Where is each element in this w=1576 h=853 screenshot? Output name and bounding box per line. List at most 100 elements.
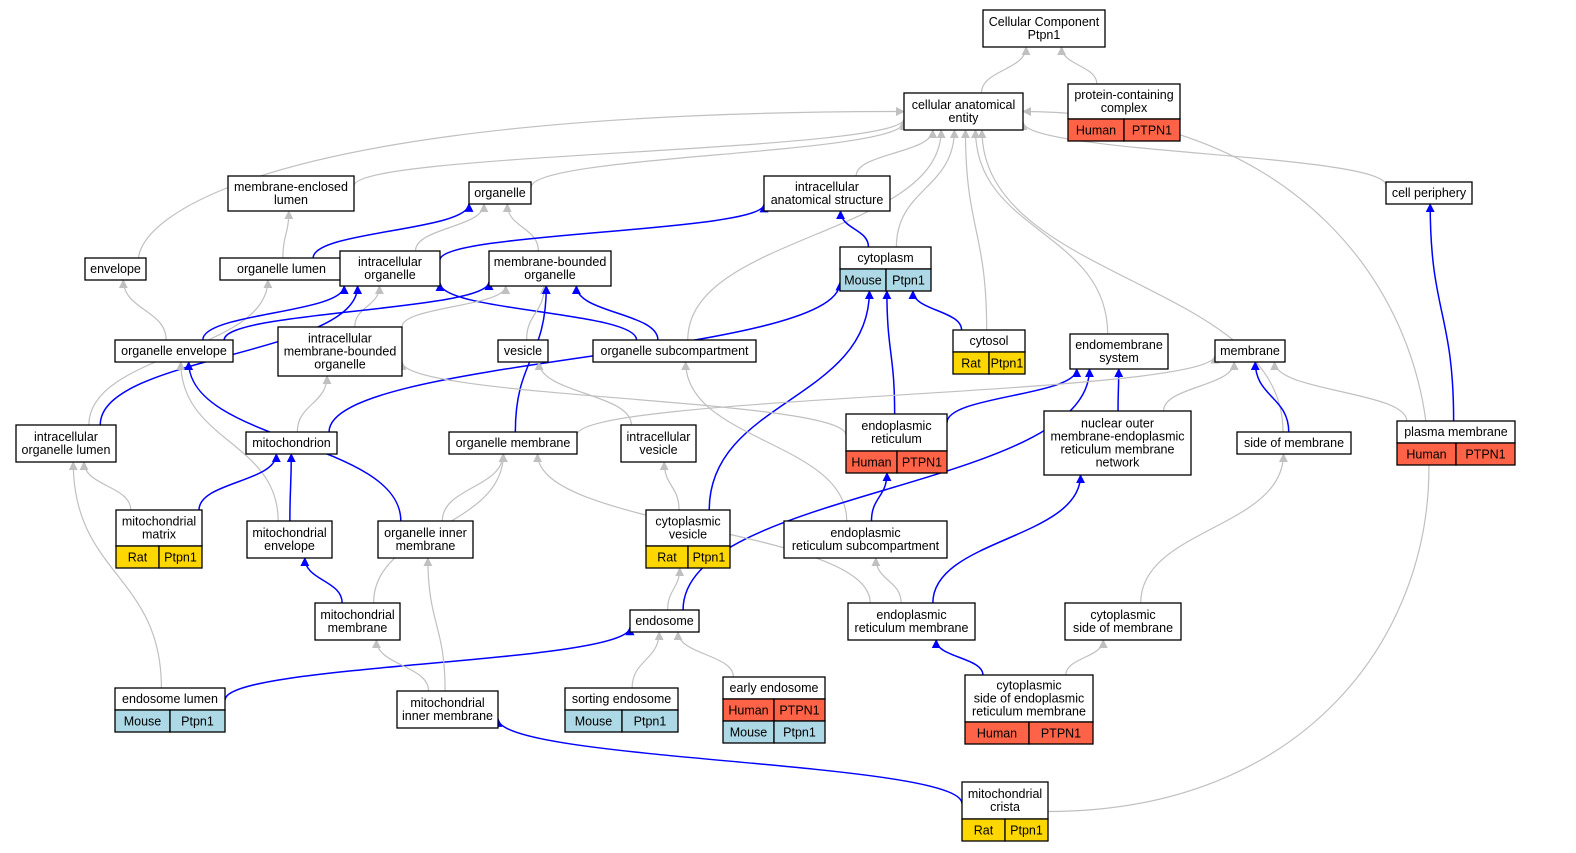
node-som[interactable]: side of membrane	[1236, 431, 1352, 455]
node-label-line: vesicle	[639, 443, 677, 457]
node-label-line: membrane-bounded	[284, 345, 397, 359]
edge-menv-to-mito	[286, 453, 296, 522]
gene-cell	[158, 545, 203, 569]
node-label-line: organelle lumen	[22, 443, 111, 457]
node-label-line: protein-containing	[1074, 88, 1173, 102]
node-nomer[interactable]: nuclear outermembrane-endoplasmicreticul…	[1043, 410, 1192, 476]
edge-pcc-to-root	[1057, 46, 1098, 85]
edge-csoerm-to-ermem	[931, 639, 984, 676]
node-vesicle[interactable]: vesicle	[497, 339, 549, 363]
edge-sorting-to-endosome	[631, 631, 664, 689]
gene-cell	[1123, 118, 1181, 142]
edge-imbo-to-mbo	[401, 285, 511, 328]
gene-cell	[885, 268, 932, 292]
node-label-line: endosome	[635, 614, 693, 628]
node-orglumen[interactable]: organelle lumen	[219, 257, 344, 281]
node-label-line: membrane-enclosed	[234, 180, 348, 194]
node-label-line: matrix	[142, 528, 177, 542]
node-endosome[interactable]: endosome	[629, 609, 700, 633]
node-label-line: intracellular	[358, 255, 422, 269]
gene-cell	[169, 709, 226, 733]
node-box	[592, 339, 757, 363]
node-orgmem[interactable]: organelle membrane	[448, 431, 578, 455]
edge-cellper-to-cae	[1018, 121, 1387, 186]
edge-mim-to-mmem	[371, 639, 430, 692]
gene-label: Ptpn1	[164, 551, 197, 565]
node-label-line: cytoplasmic	[655, 515, 720, 529]
node-box	[15, 424, 117, 463]
gene-label: PTPN1	[1132, 124, 1172, 138]
organism-label: Rat	[657, 551, 677, 565]
node-label-line: mitochondrial	[122, 515, 196, 529]
gene-label: PTPN1	[1465, 448, 1505, 462]
node-box	[1043, 410, 1192, 476]
edge-cves-to-intves	[659, 461, 680, 511]
organism-label: Mouse	[124, 715, 162, 729]
edge-er-to-imbo	[397, 360, 847, 436]
edge-orglumen-to-organelle	[312, 202, 474, 259]
node-box	[488, 250, 612, 287]
node-mito[interactable]: mitochondrion	[245, 431, 338, 455]
node-label-line: mitochondrial	[252, 526, 326, 540]
node-label-line: organelle	[474, 186, 525, 200]
node-cellper[interactable]: cell periphery	[1385, 181, 1473, 205]
node-membrane[interactable]: membrane	[1214, 339, 1286, 363]
node-envelope[interactable]: envelope	[84, 257, 147, 281]
node-label-line: reticulum membrane	[1061, 443, 1175, 457]
node-organelle[interactable]: organelle	[468, 181, 532, 205]
node-label-line: reticulum	[871, 432, 922, 446]
node-box	[763, 175, 891, 212]
edge-cves-to-cytoplasm	[708, 290, 874, 511]
node-label-line: membrane-bounded	[494, 255, 607, 269]
node-orgsub[interactable]: organelle subcompartment	[592, 339, 757, 363]
node-label-line: endosome lumen	[122, 692, 218, 706]
node-orgenv[interactable]: organelle envelope	[114, 339, 234, 363]
organism-label: Human	[728, 704, 768, 718]
edge-ersub-to-orgsub	[681, 361, 848, 522]
edge-som-to-membrane	[1250, 361, 1290, 433]
node-box	[847, 602, 976, 641]
organism-label: Mouse	[575, 715, 613, 729]
gene-label: Ptpn1	[1010, 824, 1043, 838]
edge-endolumen-to-iol	[68, 461, 163, 689]
node-label-line: organelle subcompartment	[601, 344, 750, 358]
edge-crista-to-mim	[493, 717, 963, 804]
node-label-line: mitochondrion	[252, 436, 331, 450]
edge-orglumen-to-mel	[282, 210, 294, 259]
node-label-line: mitochondrial	[410, 696, 484, 710]
edge-imbo-to-intorg	[354, 285, 384, 328]
node-label-line: intracellular	[795, 180, 859, 194]
organism-label: Rat	[974, 824, 994, 838]
edge-er-to-endosys	[946, 368, 1082, 423]
gene-cell	[1028, 721, 1094, 745]
